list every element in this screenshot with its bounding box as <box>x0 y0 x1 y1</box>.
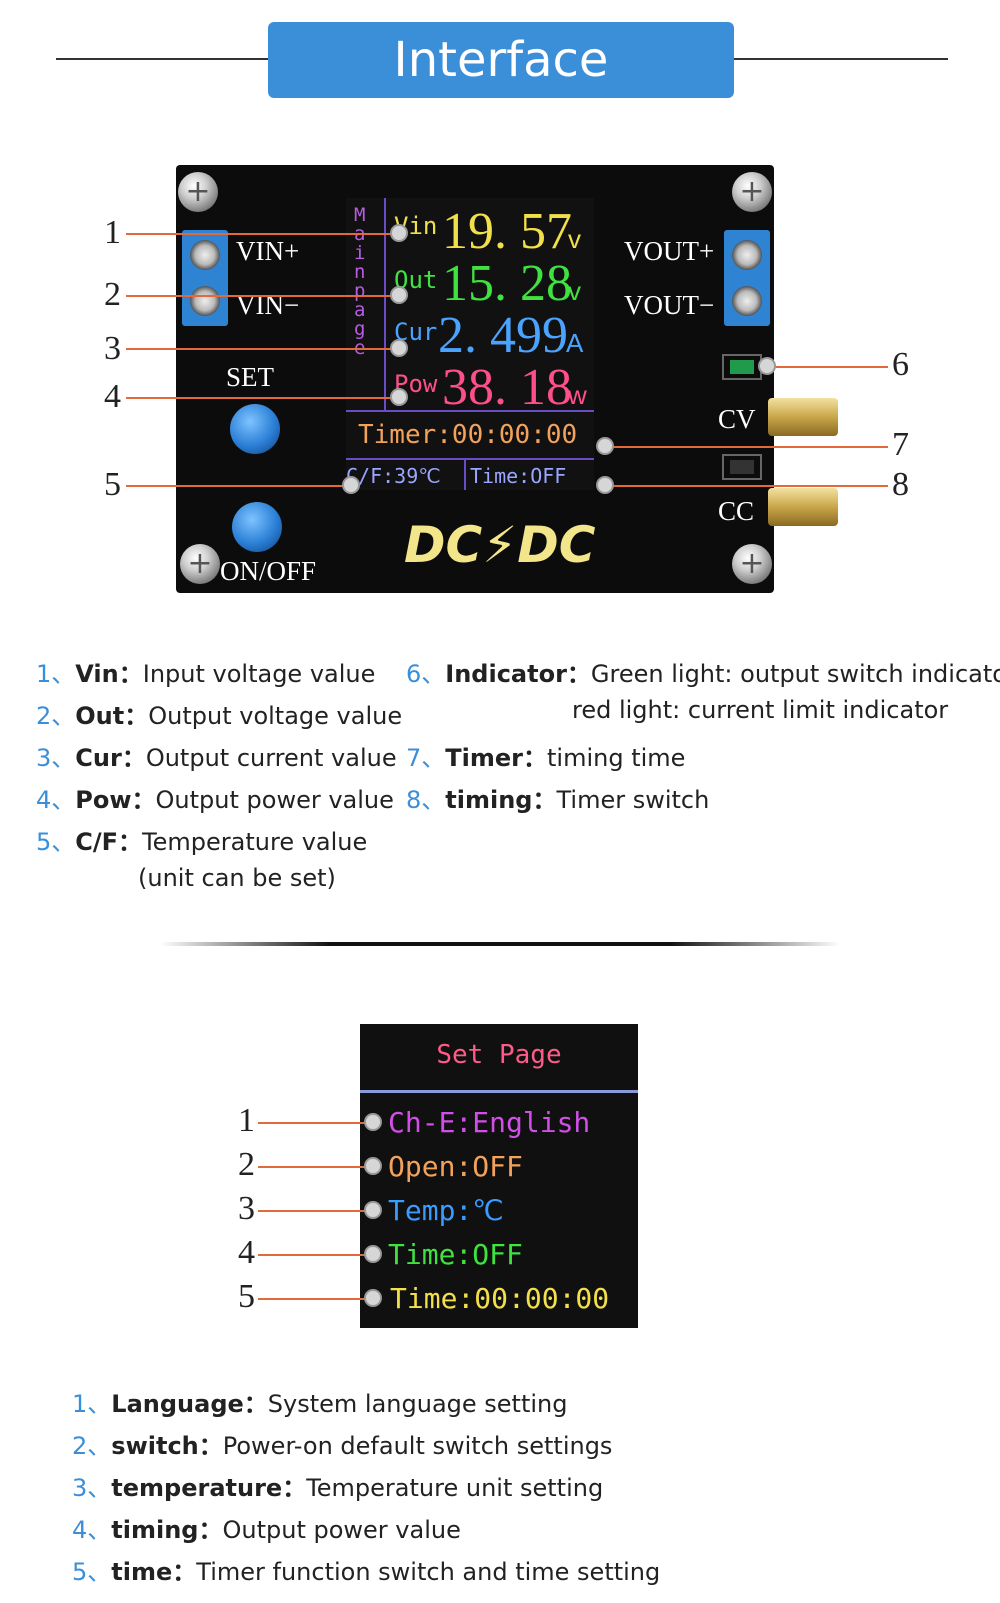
callout-number-2: 2 <box>104 276 121 313</box>
set-row-temp: Temp:℃ <box>388 1194 504 1227</box>
callout-number-8: 8 <box>892 466 909 503</box>
page-title: Interface description <box>268 22 734 164</box>
callout-line-2 <box>126 295 398 297</box>
header-rule-left <box>56 58 268 60</box>
callout-line-1 <box>126 233 398 235</box>
time-switch-readout: Time:OFF <box>470 464 567 488</box>
pow-value: 38. 18 <box>442 359 572 416</box>
out-value: 15. 28 <box>442 255 572 312</box>
legend-item-continuation: red light: current limit indicator <box>572 696 949 724</box>
set-callout-number-3: 3 <box>238 1190 255 1227</box>
set-label: SET <box>226 362 275 392</box>
set-page-screen: Set Page Ch-E:English Open:OFF Temp:℃ Ti… <box>360 1024 638 1328</box>
input-terminal <box>182 230 228 326</box>
set-callout-line-2 <box>258 1166 370 1168</box>
board-logo: DC⚡DC <box>404 516 596 574</box>
cc-label: CC <box>718 496 755 526</box>
legend-item: 8、timing：Timer switch <box>406 786 710 814</box>
callout-line-7 <box>606 446 888 448</box>
callout-dot <box>364 1289 382 1307</box>
vin-unit: v <box>568 224 581 254</box>
set-callout-number-1: 1 <box>238 1102 255 1139</box>
set-row-language: Ch-E:English <box>388 1106 591 1139</box>
callout-number-5: 5 <box>104 466 121 503</box>
main-lcd-screen: Main page Vin 19. 57 v Out 15. 28 v Cur … <box>346 198 594 490</box>
legend-item: 6、Indicator：Green light: output switch i… <box>406 660 1000 688</box>
legend-item: 5、C/F：Temperature value <box>36 828 368 856</box>
set-button[interactable] <box>230 404 280 454</box>
legend-item: 3、Cur：Output current value <box>36 744 397 772</box>
set-page-title: Set Page <box>436 1040 562 1070</box>
set-legend-item: 2、switch：Power-on default switch setting… <box>72 1432 613 1460</box>
temperature-readout: C/F:39℃ <box>346 464 441 488</box>
screw-icon <box>732 172 772 212</box>
brass-standoff-icon <box>768 488 838 526</box>
callout-dot <box>390 224 408 242</box>
vin-plus-label: VIN+ <box>236 236 300 266</box>
set-legend-item: 4、timing：Output power value <box>72 1516 461 1544</box>
set-row-time-switch: Time:OFF <box>388 1238 523 1271</box>
header-rule-right <box>734 58 948 60</box>
callout-number-3: 3 <box>104 330 121 367</box>
set-legend-item: 1、Language：System language setting <box>72 1390 568 1418</box>
vout-minus-label: VOUT− <box>624 290 715 320</box>
set-callout-number-4: 4 <box>238 1234 255 1271</box>
legend-item: 1、Vin：Input voltage value <box>36 660 376 688</box>
callout-number-7: 7 <box>892 426 909 463</box>
section-divider <box>160 942 840 946</box>
main-page-side-label: Main page <box>354 204 366 359</box>
cv-label: CV <box>718 404 756 434</box>
vin-value: 19. 57 <box>442 203 572 260</box>
legend-item: 2、Out：Output voltage value <box>36 702 403 730</box>
output-terminal <box>724 230 770 326</box>
callout-dot <box>364 1201 382 1219</box>
set-callout-number-5: 5 <box>238 1278 255 1315</box>
callout-dot <box>758 357 776 375</box>
callout-dot <box>390 339 408 357</box>
callout-dot <box>390 286 408 304</box>
callout-line-6 <box>766 366 888 368</box>
callout-number-1: 1 <box>104 214 121 251</box>
set-callout-line-5 <box>258 1298 370 1300</box>
set-legend-item: 3、temperature：Temperature unit setting <box>72 1474 604 1502</box>
cur-value: 2. 499 <box>438 307 568 364</box>
screw-icon <box>180 544 220 584</box>
callout-line-8 <box>606 485 888 487</box>
on-off-label: ON/OFF <box>220 556 317 586</box>
set-callout-line-4 <box>258 1254 370 1256</box>
callout-dot <box>364 1113 382 1131</box>
callout-number-4: 4 <box>104 378 121 415</box>
set-legend-item: 5、time：Timer function switch and time se… <box>72 1558 661 1586</box>
screw-icon <box>178 172 218 212</box>
callout-dot <box>390 388 408 406</box>
indicator-led-icon <box>722 354 762 380</box>
set-row-time-value: Time:00:00:00 <box>390 1282 610 1315</box>
legend-item-continuation: (unit can be set) <box>138 864 336 892</box>
callout-number-6: 6 <box>892 346 909 383</box>
set-callout-line-3 <box>258 1210 370 1212</box>
on-off-button[interactable] <box>232 502 282 552</box>
legend-item: 7、Timer：timing time <box>406 744 686 772</box>
indicator-led-icon <box>722 454 762 480</box>
callout-dot <box>596 437 614 455</box>
callout-line-5 <box>126 485 352 487</box>
callout-line-3 <box>126 348 398 350</box>
pow-unit: w <box>568 380 587 410</box>
set-callout-number-2: 2 <box>238 1146 255 1183</box>
callout-dot <box>596 476 614 494</box>
callout-dot <box>364 1157 382 1175</box>
set-callout-line-1 <box>258 1122 370 1124</box>
screw-icon <box>732 544 772 584</box>
legend-item: 4、Pow：Output power value <box>36 786 394 814</box>
callout-dot <box>342 476 360 494</box>
timer-readout: Timer:00:00:00 <box>358 420 578 450</box>
callout-dot <box>364 1245 382 1263</box>
out-unit: v <box>568 276 581 306</box>
set-row-open: Open:OFF <box>388 1150 523 1183</box>
callout-line-4 <box>126 397 398 399</box>
cur-unit: A <box>566 328 584 358</box>
vout-plus-label: VOUT+ <box>624 236 715 266</box>
brass-standoff-icon <box>768 398 838 436</box>
